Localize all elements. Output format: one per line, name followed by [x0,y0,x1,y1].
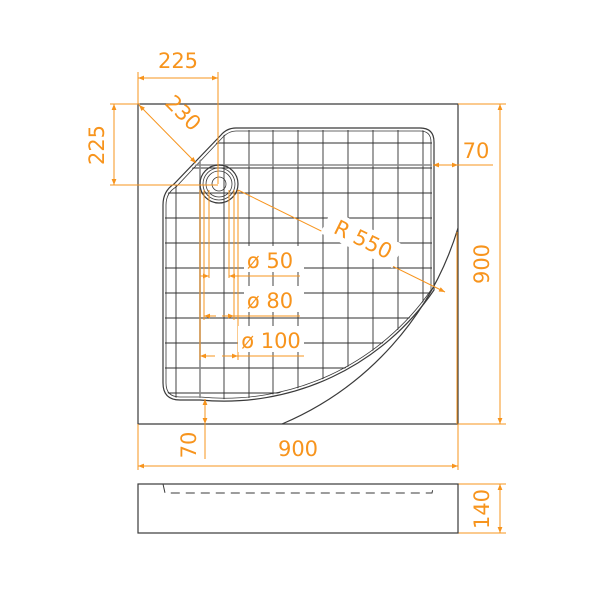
dim-bottom-rim: 70 [177,432,201,459]
drain [199,164,239,204]
dim-tray-depth: 140 [470,489,494,529]
dim-right-rim: 70 [463,139,490,163]
basin-outline [162,127,435,402]
dim-corner-height: 225 [85,125,109,165]
outer-radius-curve [281,227,459,425]
dimensions: 225 225 230 70 900 R 550 ø 50 [85,49,506,534]
dim-drain-50: ø 50 [247,249,293,273]
tray-side-view [137,483,459,534]
dim-drain-80: ø 80 [247,289,293,313]
dim-radius: R 550 [330,215,396,263]
dim-corner-width: 225 [158,49,198,73]
dim-drain-100: ø 100 [241,329,301,353]
dim-total-height: 900 [470,244,494,284]
dim-total-width: 900 [278,437,318,461]
dim-corner-diagonal: 230 [160,90,205,135]
